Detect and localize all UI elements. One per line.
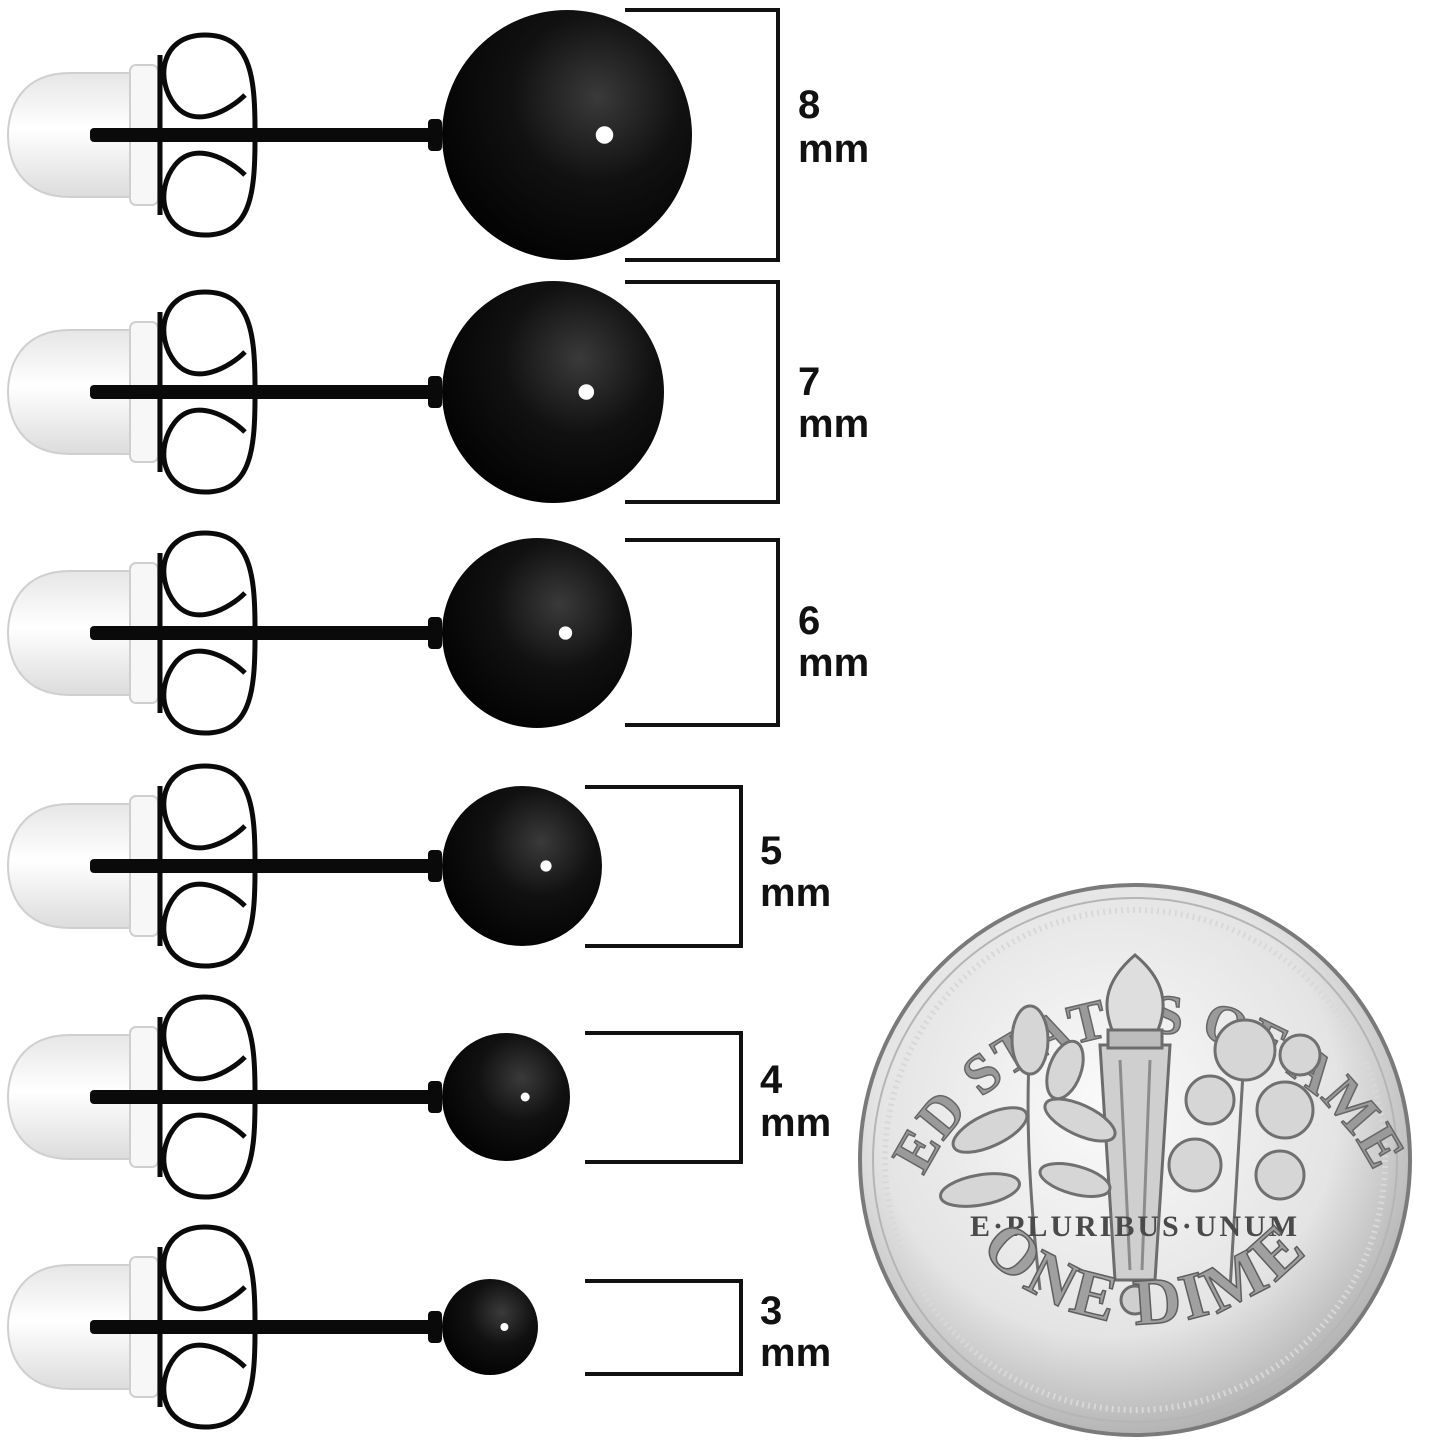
ball-highlight <box>595 126 614 144</box>
size-bracket <box>585 1031 743 1164</box>
dime-coin: UNITED STATES OF AMERICA <box>0 0 1416 1437</box>
size-unit: mm <box>760 1101 831 1145</box>
stud-post <box>90 1090 435 1104</box>
stud-post-collar <box>428 1081 442 1113</box>
size-unit: mm <box>798 127 869 171</box>
stud-row-5mm: 5mm <box>6 763 831 969</box>
coin-top-text: UNITED STATES OF AMERICA <box>0 0 1416 1183</box>
size-unit: mm <box>798 402 869 446</box>
size-unit: mm <box>798 641 869 685</box>
ball-highlight <box>520 1092 530 1102</box>
stud-row-6mm: 6mm <box>6 530 869 736</box>
stud-ball <box>442 1033 570 1161</box>
stud-ball <box>442 281 664 503</box>
silicone-backing <box>6 562 161 704</box>
stud-post <box>90 128 435 142</box>
ball-highlight <box>578 384 595 400</box>
stud-row-3mm: 3mm <box>6 1224 831 1430</box>
size-bracket <box>625 8 780 262</box>
ball-highlight <box>500 1323 509 1331</box>
torch-icon <box>1098 953 1172 1316</box>
size-value: 7 <box>798 360 820 404</box>
stud-post <box>90 626 435 640</box>
olive-branch-icon <box>939 1004 1117 1291</box>
stud-row-7mm: 7mm <box>6 280 869 504</box>
size-bracket <box>625 280 780 504</box>
stud-ball <box>442 786 602 946</box>
size-bracket <box>585 1279 743 1376</box>
stud-post <box>90 1320 435 1334</box>
svg-text:UNITED STATES OF AMERICA: UNITED STATES OF AMERICA <box>0 0 1416 1183</box>
size-unit: mm <box>760 871 831 915</box>
silicone-backing <box>6 64 161 206</box>
stud-post-collar <box>428 1311 442 1343</box>
size-value: 6 <box>798 599 820 643</box>
size-value: 4 <box>760 1058 783 1102</box>
stud-ball <box>442 538 632 728</box>
stud-row-8mm: 8mm <box>6 8 869 262</box>
stud-row-4mm: 4mm <box>6 994 831 1200</box>
stud-ball <box>442 10 692 260</box>
size-bracket <box>625 538 780 727</box>
stud-post <box>90 385 435 399</box>
size-value: 3 <box>760 1289 782 1333</box>
stud-post-collar <box>428 376 442 408</box>
stud-post-collar <box>428 850 442 882</box>
stud-ball <box>442 1279 538 1375</box>
size-value: 5 <box>760 829 782 873</box>
stud-post-collar <box>428 617 442 649</box>
ball-highlight <box>558 626 573 640</box>
coin-motto: E·PLURIBUS·UNUM <box>970 1210 1300 1243</box>
size-unit: mm <box>760 1331 831 1375</box>
size-bracket <box>585 785 743 948</box>
stud-post <box>90 859 435 873</box>
ball-highlight <box>540 860 552 872</box>
oak-branch-icon <box>1167 1018 1322 1291</box>
stud-post-collar <box>428 119 442 151</box>
size-value: 8 <box>798 83 820 127</box>
